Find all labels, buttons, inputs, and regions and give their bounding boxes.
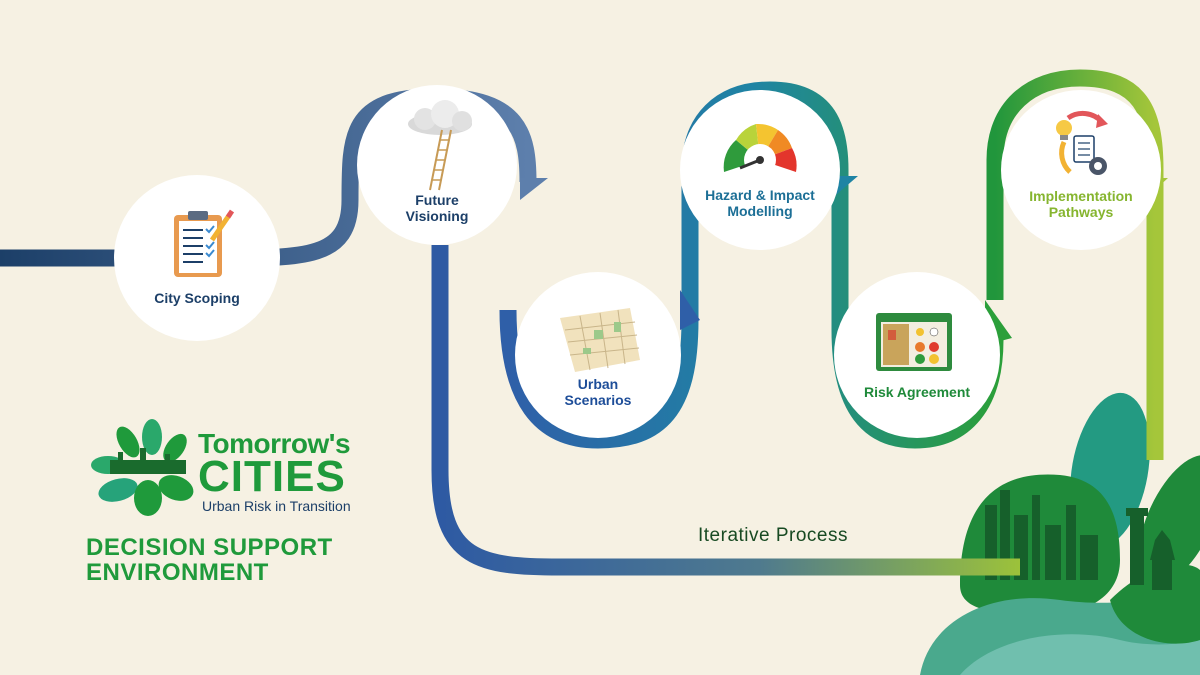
risk-dashboard-icon — [876, 313, 952, 371]
cloud-ladder-icon — [408, 100, 472, 191]
stage-label-hazard-impact-modelling: Hazard & Impact Modelling — [705, 187, 815, 220]
clipboard-checklist-icon — [174, 209, 235, 277]
stage-label-future-visioning: Future Visioning — [405, 192, 469, 225]
stage-6-circle — [1001, 90, 1161, 250]
stage-label-risk-agreement: Risk Agreement — [863, 384, 971, 400]
page-title: DECISION SUPPORT ENVIRONMENT — [86, 534, 333, 587]
stage-label-implementation-pathways: Implementation Pathways — [1029, 188, 1133, 221]
iterative-process-label: Iterative Process — [698, 525, 848, 546]
city-map-icon — [560, 308, 640, 372]
speedometer-gauge-icon — [723, 123, 797, 176]
stage-2-circle — [357, 85, 517, 245]
logo-tagline: Urban Risk in Transition — [202, 498, 351, 514]
logo-line-2: CITIES — [198, 452, 346, 501]
lightbulb-gears-cycle-icon — [1056, 110, 1108, 175]
logo-line-1: Tomorrow's — [198, 428, 351, 459]
stage-label-urban-scenarios: Urban Scenarios — [564, 376, 632, 409]
stage-label-city-scoping: City Scoping — [154, 290, 240, 306]
